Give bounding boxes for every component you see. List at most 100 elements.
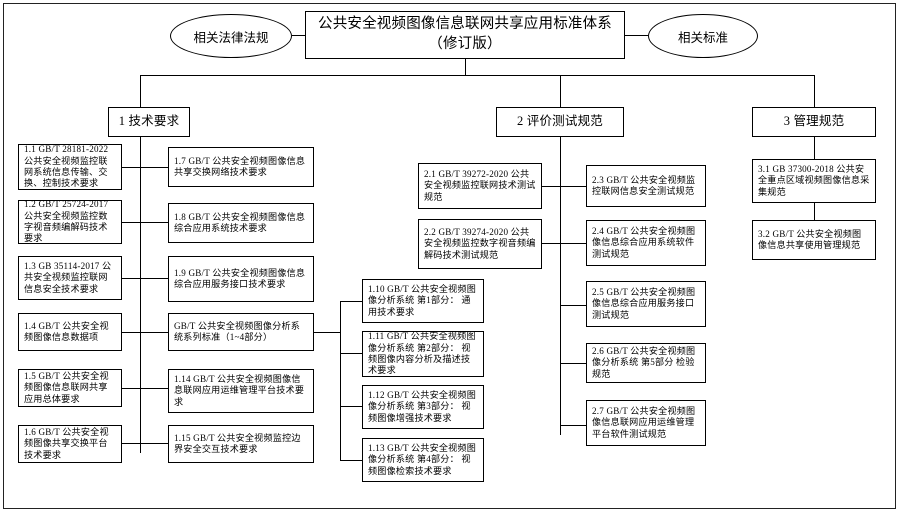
node-standard-2-5-label: 2.5 GB/T 公共安全视频图像信息综合应用服务接口测试规范 [592, 286, 696, 320]
connector-main-bus [140, 75, 814, 76]
node-standard-1-8-label: 1.8 GB/T 公共安全视频图像信息综合应用系统技术要求 [174, 211, 306, 233]
node-standard-1-1[interactable]: 1.1 GB/T 28181-2022 公共安全视频监控联网系统信息传输、交换、… [18, 144, 122, 190]
connector-n31-n32 [814, 203, 815, 220]
node-standard-1-6-label: 1.6 GB/T 公共安全视频图像共享交换平台技术要求 [24, 426, 109, 460]
node-standard-2-1[interactable]: 2.1 GB/T 39272-2020 公共安全视频监控联网技术测试规范 [418, 163, 542, 209]
category-3-label: 3 管理规范 [783, 114, 845, 129]
connector-stub-n110 [340, 301, 362, 302]
connector-bus-to-cat1 [140, 75, 141, 107]
connector-series-out [314, 332, 340, 333]
node-root-title[interactable]: 公共安全视频图像信息联网共享应用标准体系 （修订版） [305, 11, 625, 59]
node-standard-2-2-label: 2.2 GB/T 39274-2020 公共安全视频监控数字视音频编解码技术测试… [424, 226, 536, 260]
connector-stub-n25 [560, 305, 586, 306]
category-1-label: 1 技术要求 [118, 114, 180, 129]
connector-stub-n17 [140, 167, 168, 168]
node-standard-3-2-label: 3.2 GB/T 公共安全视频图像信息共享使用管理规范 [758, 228, 862, 250]
node-category-2[interactable]: 2 评价测试规范 [496, 107, 624, 137]
node-standard-1-3[interactable]: 1.3 GB 35114-2017 公共安全视频监控联网信息安全技术要求 [18, 256, 122, 300]
node-standard-1-10-label: 1.10 GB/T 公共安全视频图像分析系统 第1部分： 通用技术要求 [368, 283, 477, 317]
node-related-laws-label: 相关法律法规 [193, 30, 269, 45]
node-standard-1-13-label: 1.13 GB/T 公共安全视频图像分析系统 第4部分： 视频图像检索技术要求 [368, 442, 477, 476]
node-standard-3-1[interactable]: 3.1 GB 37300-2018 公共安全重点区域视频图像信息采集规范 [752, 159, 876, 203]
root-title-line2: （修订版） [428, 36, 502, 52]
node-standard-1-7[interactable]: 1.7 GB/T 公共安全视频图像信息共享交换网络技术要求 [168, 147, 314, 187]
node-related-standards[interactable]: 相关标准 [648, 14, 758, 58]
connector-cat3-stem [814, 137, 815, 159]
node-standard-2-2[interactable]: 2.2 GB/T 39274-2020 公共安全视频监控数字视音频编解码技术测试… [418, 219, 542, 269]
diagram-border [3, 3, 896, 509]
connector-stub-n112 [340, 406, 362, 407]
connector-stub-n12 [122, 222, 140, 223]
node-standard-2-1-label: 2.1 GB/T 39272-2020 公共安全视频监控联网技术测试规范 [424, 168, 536, 202]
connector-root-standards [625, 35, 648, 36]
node-standard-2-6[interactable]: 2.6 GB/T 公共安全视频图像分析系统 第5部分 检验规范 [586, 343, 706, 383]
connector-stub-n19 [140, 278, 168, 279]
node-standard-1-5-label: 1.5 GB/T 公共安全视频图像信息联网共享应用总体要求 [24, 370, 109, 404]
connector-bus-to-cat3 [814, 75, 815, 107]
node-standard-1-14[interactable]: 1.14 GB/T 公共安全视频图像信息联网应用运维管理平台技术要求 [168, 369, 314, 413]
connector-bus-to-cat2 [560, 75, 561, 107]
connector-cat2-spine [560, 137, 561, 435]
node-standard-2-4[interactable]: 2.4 GB/T 公共安全视频图像信息综合应用系统软件测试规范 [586, 220, 706, 266]
node-category-3[interactable]: 3 管理规范 [752, 107, 876, 137]
connector-stub-n27 [560, 425, 586, 426]
node-standard-1-2[interactable]: 1.2 GB/T 25724-2017 公共安全视频监控数字视音频编解码技术要求 [18, 199, 122, 244]
node-standard-3-2[interactable]: 3.2 GB/T 公共安全视频图像信息共享使用管理规范 [752, 220, 876, 260]
connector-stub-n11 [122, 167, 140, 168]
node-standard-1-6[interactable]: 1.6 GB/T 公共安全视频图像共享交换平台技术要求 [18, 425, 122, 463]
connector-laws-root [292, 35, 305, 36]
node-standard-1-4[interactable]: 1.4 GB/T 公共安全视频图像信息数据项 [18, 313, 122, 351]
node-standard-1-9-label: 1.9 GB/T 公共安全视频图像信息综合应用服务接口技术要求 [174, 267, 306, 289]
connector-stub-n113 [340, 460, 362, 461]
node-standard-1-1-label: 1.1 GB/T 28181-2022 公共安全视频监控联网系统信息传输、交换、… [24, 144, 109, 189]
node-standard-1-12[interactable]: 1.12 GB/T 公共安全视频图像分析系统 第3部分： 视频图像增强技术要求 [362, 385, 484, 429]
node-standard-2-7-label: 2.7 GB/T 公共安全视频图像信息联网应用运维管理平台软件测试规范 [592, 405, 696, 439]
node-related-laws[interactable]: 相关法律法规 [170, 14, 292, 58]
connector-stub-n16 [122, 443, 140, 444]
connector-stub-nseries [140, 332, 168, 333]
connector-stub-n14 [122, 332, 140, 333]
node-standard-2-4-label: 2.4 GB/T 公共安全视频图像信息综合应用系统软件测试规范 [592, 225, 696, 259]
node-standard-1-7-label: 1.7 GB/T 公共安全视频图像信息共享交换网络技术要求 [174, 155, 306, 177]
connector-stub-n22 [542, 243, 560, 244]
node-standard-1-2-label: 1.2 GB/T 25724-2017 公共安全视频监控数字视音频编解码技术要求 [24, 199, 109, 244]
connector-stub-n111 [340, 353, 362, 354]
node-standard-1-13[interactable]: 1.13 GB/T 公共安全视频图像分析系统 第4部分： 视频图像检索技术要求 [362, 438, 484, 482]
connector-stub-n24 [560, 243, 586, 244]
connector-stub-n26 [560, 363, 586, 364]
connector-stub-n115 [140, 443, 168, 444]
node-standard-2-5[interactable]: 2.5 GB/T 公共安全视频图像信息综合应用服务接口测试规范 [586, 281, 706, 327]
connector-stub-n13 [122, 278, 140, 279]
node-category-1[interactable]: 1 技术要求 [108, 107, 190, 137]
connector-stub-n114 [140, 388, 168, 389]
connector-stub-n18 [140, 222, 168, 223]
node-related-standards-label: 相关标准 [677, 30, 728, 45]
node-standard-1-15[interactable]: 1.15 GB/T 公共安全视频监控边界安全交互技术要求 [168, 425, 314, 463]
node-standard-1-14-label: 1.14 GB/T 公共安全视频图像信息联网应用运维管理平台技术要求 [174, 373, 305, 407]
connector-stub-n21 [542, 186, 560, 187]
connector-stub-n15 [122, 388, 140, 389]
node-standard-2-7[interactable]: 2.7 GB/T 公共安全视频图像信息联网应用运维管理平台软件测试规范 [586, 400, 706, 446]
connector-stub-n23 [560, 186, 586, 187]
node-standard-2-6-label: 2.6 GB/T 公共安全视频图像分析系统 第5部分 检验规范 [592, 345, 696, 379]
node-standard-1-9[interactable]: 1.9 GB/T 公共安全视频图像信息综合应用服务接口技术要求 [168, 256, 314, 302]
root-title-line1: 公共安全视频图像信息联网共享应用标准体系 [318, 16, 612, 33]
node-standard-series-label: GB/T 公共安全视频图像分析系统系列标准（1~4部分） [174, 320, 301, 342]
node-standard-1-8[interactable]: 1.8 GB/T 公共安全视频图像信息综合应用系统技术要求 [168, 203, 314, 243]
node-standard-3-1-label: 3.1 GB 37300-2018 公共安全重点区域视频图像信息采集规范 [758, 163, 870, 197]
node-standard-1-12-label: 1.12 GB/T 公共安全视频图像分析系统 第3部分： 视频图像增强技术要求 [368, 389, 477, 423]
category-2-label: 2 评价测试规范 [517, 114, 603, 129]
node-standard-2-3-label: 2.3 GB/T 公共安全视频监控联网信息安全测试规范 [592, 174, 696, 196]
node-standard-series-1-10-1-13[interactable]: GB/T 公共安全视频图像分析系统系列标准（1~4部分） [168, 313, 314, 351]
node-standard-1-5[interactable]: 1.5 GB/T 公共安全视频图像信息联网共享应用总体要求 [18, 369, 122, 407]
connector-cat1-spine [140, 137, 141, 453]
node-standard-1-3-label: 1.3 GB 35114-2017 公共安全视频监控联网信息安全技术要求 [24, 260, 112, 294]
node-standard-1-15-label: 1.15 GB/T 公共安全视频监控边界安全交互技术要求 [174, 432, 301, 454]
node-standard-1-11[interactable]: 1.11 GB/T 公共安全视频图像分析系统 第2部分： 视频图像内容分析及描述… [362, 331, 484, 377]
node-standard-2-3[interactable]: 2.3 GB/T 公共安全视频监控联网信息安全测试规范 [586, 165, 706, 207]
connector-series-spine [340, 301, 341, 460]
node-standard-1-10[interactable]: 1.10 GB/T 公共安全视频图像分析系统 第1部分： 通用技术要求 [362, 279, 484, 323]
connector-root-stem [465, 59, 466, 75]
node-standard-1-11-label: 1.11 GB/T 公共安全视频图像分析系统 第2部分： 视频图像内容分析及描述… [368, 331, 476, 376]
